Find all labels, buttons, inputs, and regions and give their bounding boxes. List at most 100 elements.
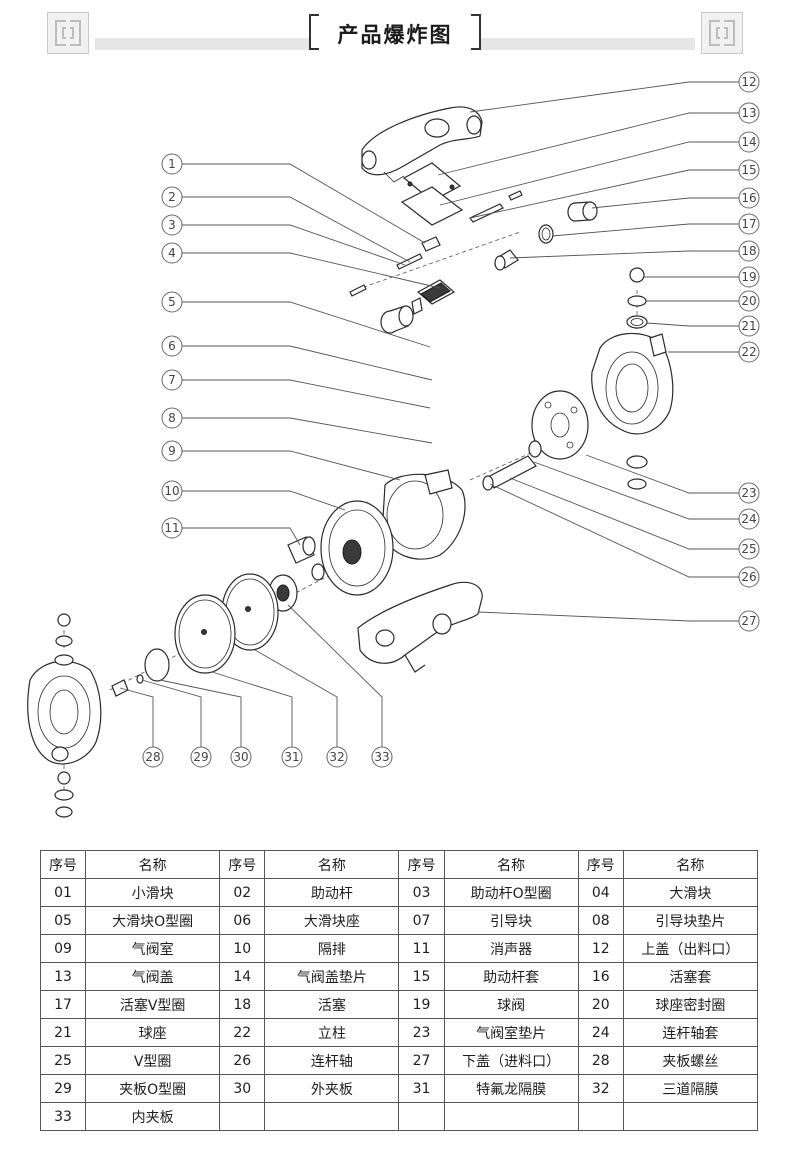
leader-lines bbox=[119, 81, 739, 747]
leader-line bbox=[437, 112, 739, 176]
part-number-cell: 27 bbox=[398, 1046, 445, 1075]
part-ball-seat-seal-top bbox=[627, 295, 647, 307]
callout-8: 8 bbox=[161, 407, 183, 429]
column-header-number: 序号 bbox=[219, 850, 266, 879]
part-number-cell: 17 bbox=[39, 990, 87, 1019]
callout-circle bbox=[738, 240, 760, 262]
callout-7: 7 bbox=[161, 369, 183, 391]
leader-line bbox=[287, 604, 383, 747]
part-air-valve-chamber bbox=[381, 469, 466, 560]
column-header-name: 名称 bbox=[443, 850, 579, 879]
callout-17: 17 bbox=[738, 213, 760, 235]
callout-label: 1 bbox=[168, 157, 176, 171]
part-number-cell: 16 bbox=[577, 962, 624, 991]
callout-circle bbox=[161, 517, 183, 539]
part-name-cell: V型圈 bbox=[85, 1046, 221, 1075]
part-name-cell: 活塞V型圈 bbox=[85, 990, 221, 1019]
callout-22: 22 bbox=[738, 341, 760, 363]
callout-29: 29 bbox=[190, 746, 212, 768]
callout-19: 19 bbox=[738, 266, 760, 288]
part-number-cell: 20 bbox=[577, 990, 624, 1019]
leader-line bbox=[489, 483, 739, 578]
callout-circle bbox=[161, 214, 183, 236]
part-number-cell: 12 bbox=[577, 934, 624, 963]
title-bracket-left bbox=[309, 14, 319, 50]
part-name-cell: 球座密封圈 bbox=[622, 990, 759, 1019]
part-number-cell: 23 bbox=[398, 1018, 445, 1047]
leader-line bbox=[141, 679, 202, 747]
part-name-cell: 气阀室 bbox=[85, 934, 221, 963]
part-number-cell: 02 bbox=[219, 878, 266, 907]
header-emblem-right bbox=[701, 12, 743, 54]
part-number-cell: 33 bbox=[39, 1102, 87, 1131]
callout-label: 2 bbox=[168, 190, 176, 204]
callout-label: 18 bbox=[741, 244, 756, 258]
callout-circle bbox=[738, 566, 760, 588]
part-name-cell: 连杆轴套 bbox=[622, 1018, 759, 1047]
callout-label: 12 bbox=[741, 75, 756, 89]
part-name-cell: 大滑块 bbox=[622, 878, 759, 907]
part-number-cell: 14 bbox=[219, 962, 266, 991]
callout-label: 17 bbox=[741, 217, 756, 231]
callout-label: 4 bbox=[168, 246, 176, 260]
callout-circle bbox=[738, 315, 760, 337]
callout-label: 29 bbox=[193, 750, 208, 764]
callout-label: 14 bbox=[741, 135, 756, 149]
part-name-cell: 小滑块 bbox=[85, 878, 221, 907]
part-number-cell: 22 bbox=[219, 1018, 266, 1047]
part-ball-seat-top bbox=[626, 315, 648, 329]
callout-circle bbox=[161, 291, 183, 313]
part-name-cell: 特氟龙隔膜 bbox=[443, 1074, 579, 1103]
callout-24: 24 bbox=[738, 508, 760, 530]
callout-label: 33 bbox=[374, 750, 389, 764]
leader-line bbox=[533, 461, 739, 520]
part-partition-plate bbox=[320, 500, 394, 596]
callout-label: 26 bbox=[741, 570, 756, 584]
part-number-cell: 15 bbox=[398, 962, 445, 991]
part-number-cell: 29 bbox=[39, 1074, 87, 1103]
part-column-housing bbox=[591, 332, 674, 435]
title-bracket-right bbox=[471, 14, 481, 50]
part-name-cell: 大滑块O型圈 bbox=[85, 906, 221, 935]
callout-circle bbox=[738, 610, 760, 632]
part-name-cell: 球座 bbox=[85, 1018, 221, 1047]
leader-line bbox=[182, 379, 431, 409]
callout-6: 6 bbox=[161, 335, 183, 357]
part-name-cell: 上盖（出料口） bbox=[622, 934, 759, 963]
callout-32: 32 bbox=[326, 746, 348, 768]
part-small-pin bbox=[349, 284, 367, 297]
column-header-name: 名称 bbox=[85, 850, 221, 879]
callout-33: 33 bbox=[371, 746, 393, 768]
part-name-cell: 球阀 bbox=[443, 990, 579, 1019]
callout-label: 3 bbox=[168, 218, 176, 232]
callout-circle bbox=[738, 131, 760, 153]
callout-circle bbox=[230, 746, 252, 768]
part-number-cell: 07 bbox=[398, 906, 445, 935]
part-name-cell: 活塞 bbox=[264, 990, 400, 1019]
part-name-cell bbox=[264, 1102, 400, 1131]
part-number-cell: 18 bbox=[219, 990, 266, 1019]
callout-label: 20 bbox=[741, 294, 756, 308]
leader-line bbox=[182, 490, 346, 511]
leader-line bbox=[469, 169, 739, 219]
column-header-name: 名称 bbox=[264, 850, 400, 879]
part-name-cell: 立柱 bbox=[264, 1018, 400, 1047]
leader-line bbox=[211, 671, 293, 747]
part-number-cell: 08 bbox=[577, 906, 624, 935]
part-valve-stack-left-bottom bbox=[54, 771, 74, 818]
callout-label: 31 bbox=[284, 750, 299, 764]
callout-21: 21 bbox=[738, 315, 760, 337]
exploded-view-diagram: 1234567891011121314151617181920212223242… bbox=[27, 71, 760, 818]
part-lower-cover bbox=[357, 581, 483, 673]
part-name-cell bbox=[622, 1102, 759, 1131]
part-name-cell: 下盖（进料口） bbox=[443, 1046, 579, 1075]
part-teflon-diaphragm bbox=[174, 594, 236, 674]
leader-line bbox=[477, 611, 739, 622]
part-name-cell: 助动杆 bbox=[264, 878, 400, 907]
part-number-cell: 32 bbox=[577, 1074, 624, 1103]
callout-31: 31 bbox=[281, 746, 303, 768]
callout-label: 30 bbox=[233, 750, 248, 764]
